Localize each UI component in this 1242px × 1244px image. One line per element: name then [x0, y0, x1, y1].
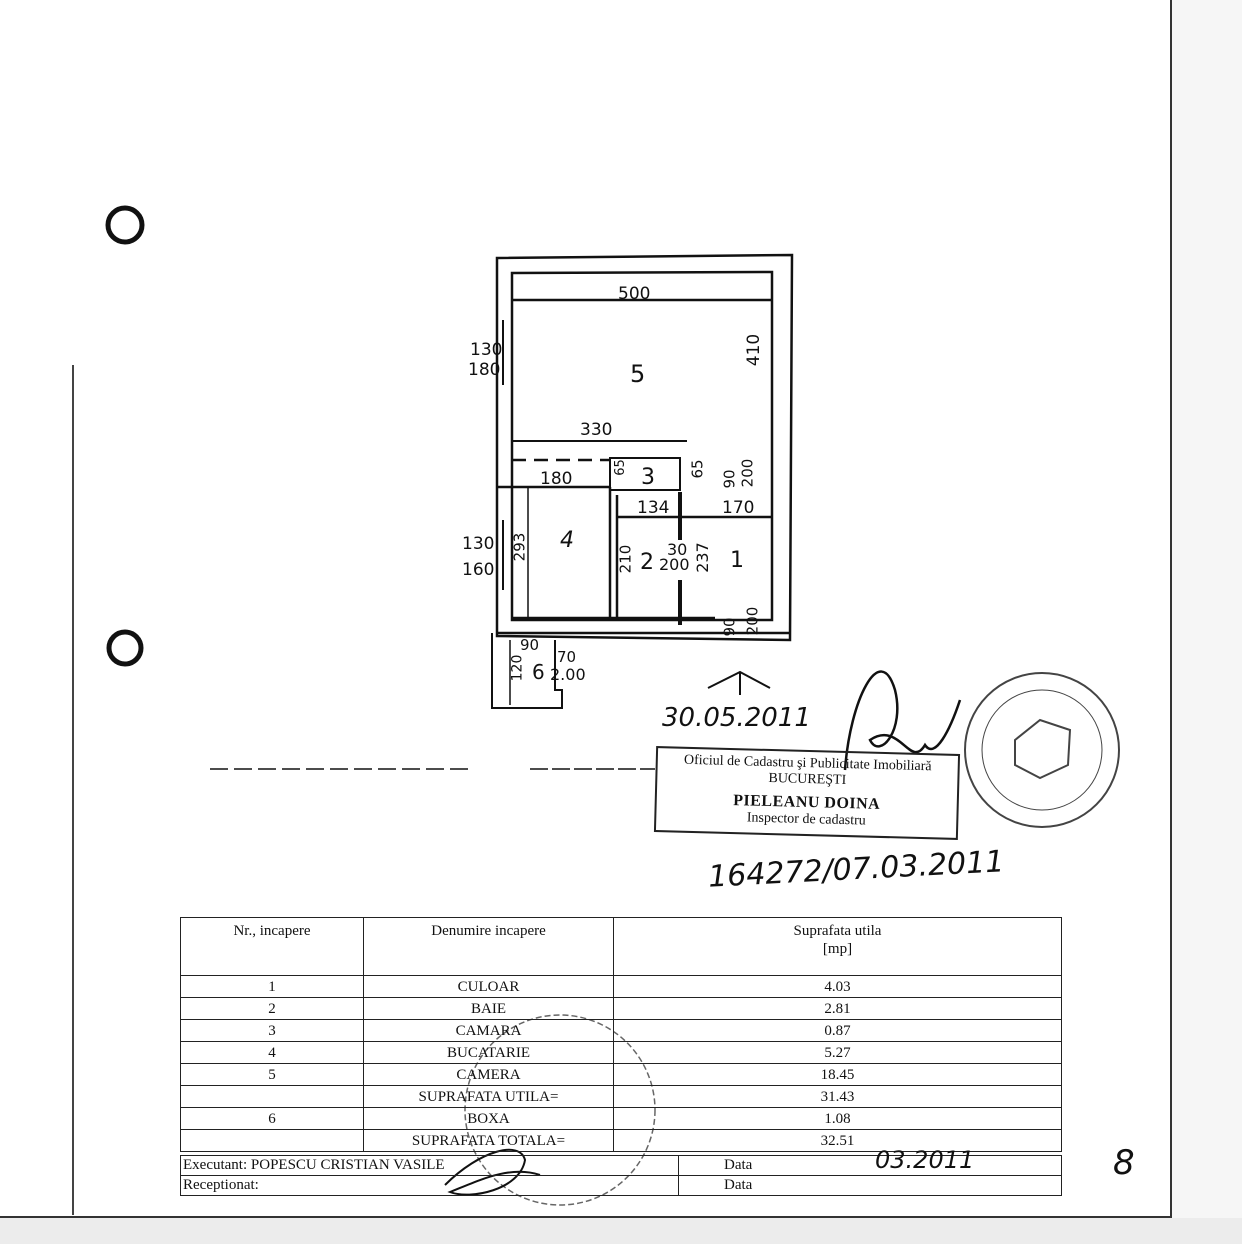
- cell-area: 5.27: [613, 1041, 1062, 1064]
- dim-label: 65: [612, 459, 628, 476]
- executant-label: Executant: POPESCU CRISTIAN VASILE: [180, 1155, 679, 1176]
- cell-name: BAIE: [363, 997, 614, 1020]
- dim-label: 70: [557, 648, 577, 666]
- dim-label: 130: [462, 534, 495, 554]
- cell-nr: 1: [180, 975, 364, 998]
- room-label-1: 1: [730, 548, 744, 573]
- inspector-signature: [843, 670, 962, 771]
- punch-hole-top: [105, 205, 145, 245]
- round-seal: [964, 672, 1120, 828]
- cell-area: 18.45: [613, 1063, 1062, 1086]
- cell-name: SUPRAFATA UTILA=: [363, 1085, 614, 1108]
- dim-label: 330: [580, 420, 613, 440]
- rooms-table: Nr., incapere Denumire incapere Suprafat…: [180, 917, 1062, 1152]
- header-name: Denumire incapere: [363, 917, 614, 976]
- inner-wall: [510, 270, 774, 622]
- cell-nr: 6: [180, 1107, 364, 1130]
- handwritten-date: 30.05.2011: [662, 703, 811, 733]
- dim-label: 134: [637, 498, 670, 518]
- north-arrow-icon: [707, 670, 771, 695]
- dim-label: 180: [540, 469, 573, 489]
- cell-area: 0.87: [613, 1019, 1062, 1042]
- room-label-3: 3: [641, 465, 655, 490]
- cell-name: BUCATARIE: [363, 1041, 614, 1064]
- dim-label: 200: [659, 555, 690, 574]
- header-area-label: Suprafata utila: [793, 923, 882, 939]
- dim-label: 90: [520, 636, 540, 654]
- table-row: SUPRAFATA TOTALA=32.51: [180, 1129, 1062, 1152]
- table-row: SUPRAFATA UTILA=31.43: [180, 1085, 1062, 1108]
- cell-name: CAMERA: [363, 1063, 614, 1086]
- dim-label: 170: [722, 498, 755, 518]
- receptionat-label: Receptionat:: [180, 1175, 679, 1196]
- dim-label: 200: [743, 606, 762, 636]
- room-label-6: 6: [532, 660, 545, 684]
- cell-name: CULOAR: [363, 975, 614, 998]
- room-label-5: 5: [630, 360, 646, 388]
- dim-label: 90: [720, 617, 739, 637]
- cell-nr: 2: [180, 997, 364, 1020]
- cell-nr: 5: [180, 1063, 364, 1086]
- cell-area: 32.51: [613, 1129, 1062, 1152]
- cell-area: 31.43: [613, 1085, 1062, 1108]
- cell-area: 1.08: [613, 1107, 1062, 1130]
- dim-label: 500: [618, 284, 651, 304]
- dim-label: 237: [692, 542, 712, 573]
- page-edge-line: [72, 365, 74, 1215]
- cell-name: CAMARA: [363, 1019, 614, 1042]
- outer-wall: [495, 253, 794, 642]
- punch-hole-bottom: [106, 629, 144, 667]
- cell-nr: [180, 1129, 364, 1152]
- storage-room-outline: [491, 633, 563, 709]
- cell-name: SUPRAFATA TOTALA=: [363, 1129, 614, 1152]
- handwritten-date-2: 03.2011: [875, 1146, 975, 1174]
- cadastre-stamp: Oficiul de Cadastru şi Publicitate Imobi…: [653, 746, 961, 840]
- data-label: Data: [678, 1175, 1062, 1196]
- dim-label: 30: [667, 540, 688, 559]
- dim-label: 90: [720, 469, 739, 489]
- cell-name: BOXA: [363, 1107, 614, 1130]
- dim-label: 65: [688, 459, 707, 479]
- dim-label: 410: [744, 333, 765, 367]
- dim-label: 210: [616, 544, 635, 574]
- table-header-row: Nr., incapere Denumire incapere Suprafat…: [180, 917, 1062, 976]
- dim-label: 2.00: [550, 665, 586, 684]
- scan-margin-bottom: [0, 1218, 1242, 1244]
- dim-label: 180: [468, 360, 501, 380]
- dim-label: 200: [738, 458, 757, 488]
- dim-label: 120: [509, 654, 526, 682]
- header-area: Suprafata utila [mp]: [613, 917, 1062, 976]
- dim-label: 160: [462, 560, 495, 580]
- room-label-4: 4: [560, 528, 574, 553]
- header-nr: Nr., incapere: [180, 917, 364, 976]
- cell-nr: 4: [180, 1041, 364, 1064]
- dim-label: 293: [510, 532, 529, 562]
- dim-label: 130: [470, 340, 503, 360]
- data-label: Data: [678, 1155, 1062, 1176]
- header-area-unit: [mp]: [822, 941, 853, 957]
- cell-area: 2.81: [613, 997, 1062, 1020]
- cell-nr: [180, 1085, 364, 1108]
- scan-margin-right: [1172, 0, 1242, 1218]
- cell-nr: 3: [180, 1019, 364, 1042]
- page-number: 8: [1113, 1143, 1135, 1183]
- cell-area: 4.03: [613, 975, 1062, 998]
- room-label-2: 2: [640, 550, 654, 575]
